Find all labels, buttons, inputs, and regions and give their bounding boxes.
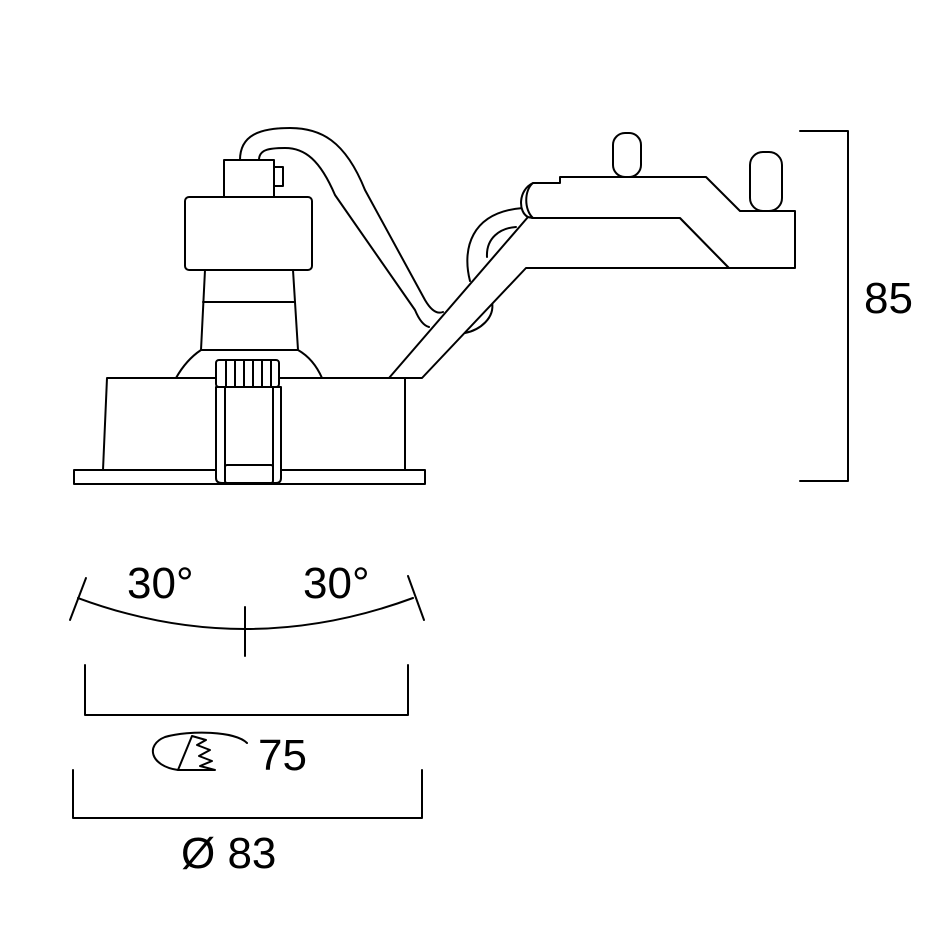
tilt-angle-dimension xyxy=(69,575,425,657)
diameter-label: Ø 83 xyxy=(181,829,276,878)
spring-clip xyxy=(215,359,282,484)
diameter-dimension xyxy=(72,769,423,819)
cable xyxy=(239,127,444,328)
tilt-left-label: 30° xyxy=(127,559,194,608)
lamp xyxy=(175,159,323,379)
bracket-cable-loop xyxy=(464,207,524,334)
cutout-dimension xyxy=(84,664,409,716)
connector-box xyxy=(223,159,275,198)
height-dimension xyxy=(799,130,849,482)
lamp-cap xyxy=(184,196,313,271)
mounting-pin xyxy=(749,151,783,212)
mounting-pin xyxy=(612,132,642,178)
ceiling-cutout-icon xyxy=(151,731,248,771)
mounting-bracket xyxy=(388,132,796,379)
tilt-right-label: 30° xyxy=(303,559,370,608)
cutout-label: 75 xyxy=(258,731,307,780)
height-label: 85 xyxy=(864,274,913,323)
